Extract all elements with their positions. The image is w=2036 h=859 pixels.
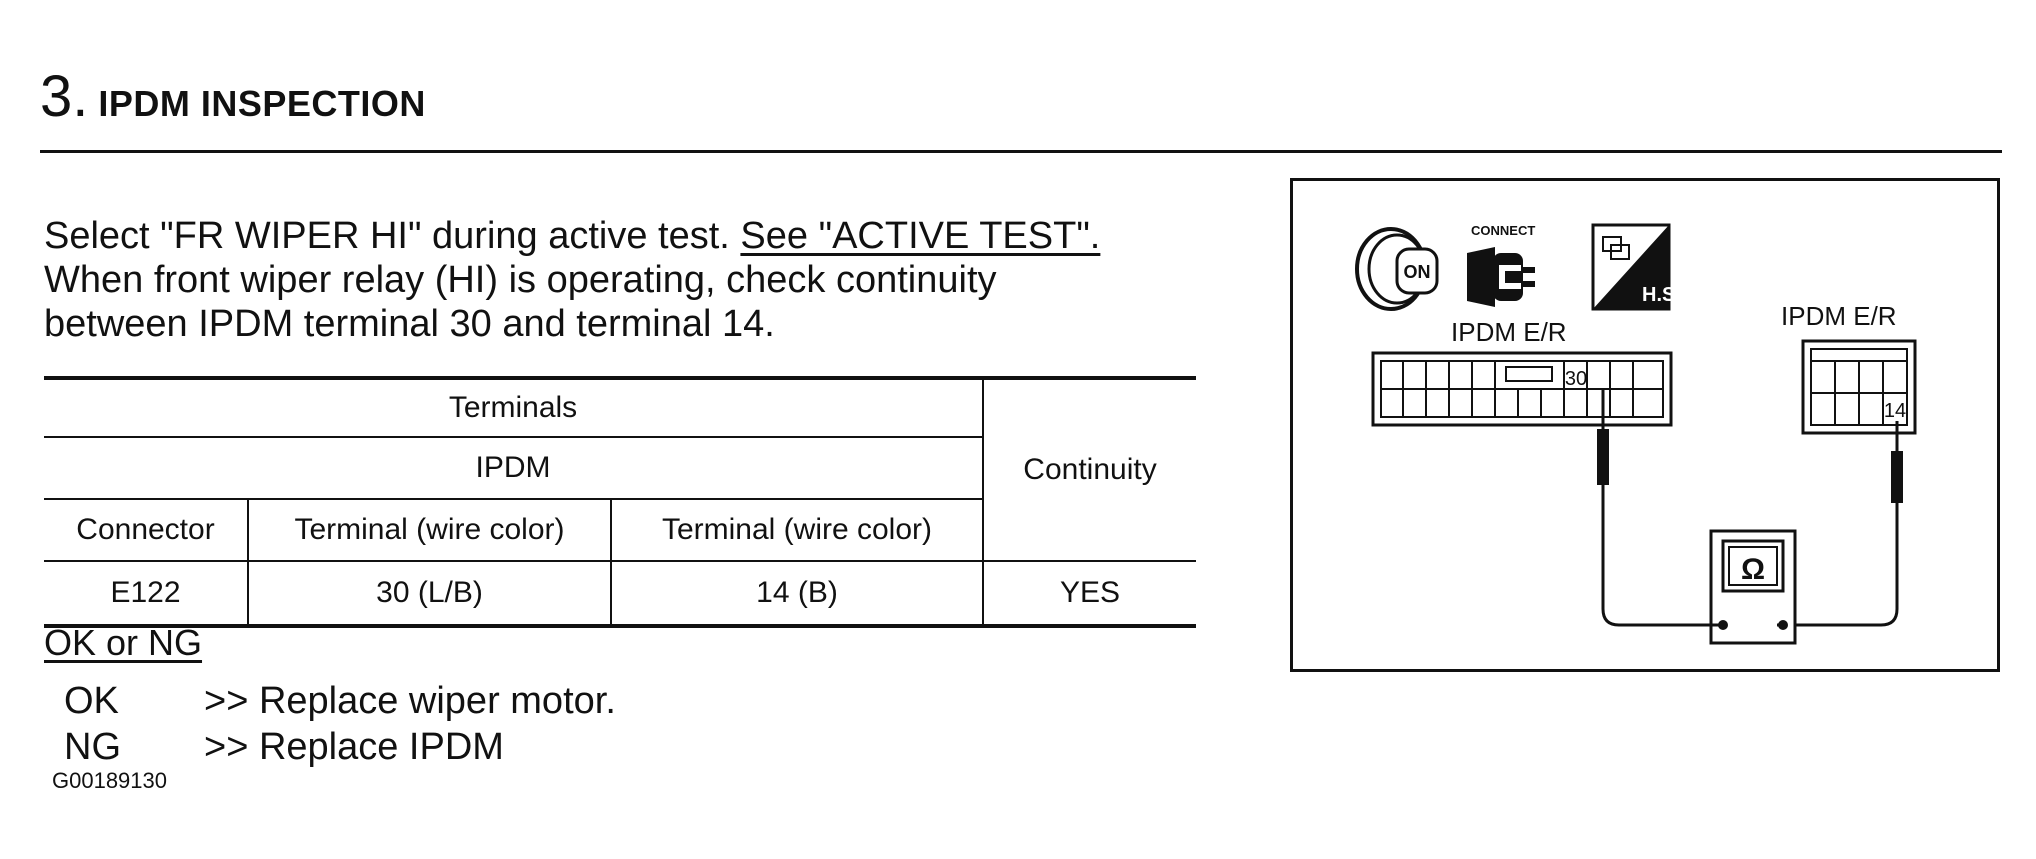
- cell-terminal-a: 30 (L/B): [247, 560, 611, 628]
- left-connector: 30: [1371, 351, 1673, 427]
- left-terminal-label: 30: [1565, 368, 1587, 390]
- header-terminals: Terminals: [44, 376, 983, 437]
- ignition-key-icon: ON: [1355, 227, 1439, 311]
- heading-rule: [40, 150, 2002, 153]
- instruction-line-3: between IPDM terminal 30 and terminal 14…: [44, 303, 775, 345]
- header-continuity: Continuity: [982, 376, 1196, 561]
- section-number: 3.: [40, 64, 89, 129]
- connect-label: CONNECT: [1471, 223, 1535, 238]
- right-connector: 14: [1801, 339, 1917, 435]
- col-terminal-b: Terminal (wire color): [610, 498, 983, 561]
- cell-terminal-b: 14 (B): [610, 560, 983, 628]
- hs-label: H.S.: [1642, 284, 1681, 306]
- right-terminal-label: 14: [1884, 400, 1906, 422]
- section-heading: 3. IPDM INSPECTION: [40, 68, 426, 126]
- ok-label: OK: [64, 680, 119, 722]
- terminals-table: Terminals Continuity IPDM Connector Term…: [44, 376, 1196, 628]
- table-row: E122 30 (L/B) 14 (B) YES: [44, 560, 1196, 628]
- connector-icon: CONNECT: [1467, 223, 1535, 307]
- active-test-link[interactable]: See "ACTIVE TEST".: [740, 215, 1101, 257]
- ohmmeter-icon: Ω: [1697, 529, 1797, 645]
- cell-continuity: YES: [982, 560, 1196, 628]
- ng-result: NG >> Replace IPDM: [64, 726, 504, 769]
- header-ipdm: IPDM: [44, 436, 983, 499]
- ng-action: >> Replace IPDM: [204, 726, 504, 768]
- ok-ng-title: OK or NG: [44, 622, 203, 663]
- section-title: IPDM INSPECTION: [98, 83, 426, 124]
- ok-result: OK >> Replace wiper motor.: [64, 680, 616, 723]
- ng-label: NG: [64, 726, 121, 768]
- instruction-line-1: Select "FR WIPER HI" during active test.: [44, 215, 730, 257]
- harness-hs-icon: H.S.: [1591, 223, 1681, 311]
- instructions: Select "FR WIPER HI" during active test.…: [44, 214, 1224, 346]
- right-connector-label: IPDM E/R: [1781, 301, 1897, 331]
- ignition-on-label: ON: [1404, 262, 1431, 282]
- col-connector: Connector: [44, 498, 248, 561]
- instruction-line-2: When front wiper relay (HI) is operating…: [44, 259, 997, 301]
- ok-action: >> Replace wiper motor.: [204, 680, 616, 722]
- inspection-diagram: ON CONNECT H.S. IPDM E/R: [1290, 178, 2000, 672]
- figure-code: G00189130: [52, 768, 167, 793]
- right-probe: [1777, 421, 1903, 627]
- ohm-symbol: Ω: [1741, 553, 1765, 586]
- left-probe: [1597, 389, 1697, 627]
- col-terminal-a: Terminal (wire color): [247, 498, 611, 561]
- cell-connector: E122: [44, 560, 248, 628]
- left-connector-label: IPDM E/R: [1451, 317, 1567, 347]
